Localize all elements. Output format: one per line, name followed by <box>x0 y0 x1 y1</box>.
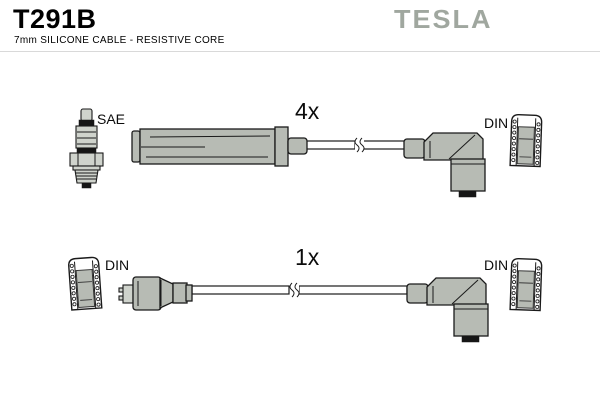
wire-break-icon <box>289 281 300 299</box>
din-label-top-right: DIN <box>484 115 508 131</box>
tesla-logo: TESLA <box>394 5 493 34</box>
wire-break-icon <box>354 136 365 154</box>
header-divider <box>0 51 600 52</box>
din-terminal-bottom-left-icon <box>67 256 103 311</box>
distributor-straight-boot-icon <box>118 276 193 311</box>
ignition-wire-top <box>305 136 406 154</box>
spark-plug-icon <box>69 108 104 189</box>
product-subtitle: 7mm SILICONE CABLE - RESISTIVE CORE <box>14 35 225 46</box>
quantity-bottom: 1x <box>295 244 320 270</box>
part-number: T291B <box>13 4 97 34</box>
ignition-wire-bottom <box>191 281 408 299</box>
din-terminal-top-icon <box>509 113 543 168</box>
sae-label: SAE <box>97 111 125 127</box>
quantity-top: 4x <box>295 98 320 124</box>
din-label-bottom-left: DIN <box>105 257 129 273</box>
sae-straight-boot-icon <box>131 126 308 167</box>
din-terminal-bottom-right-icon <box>509 257 543 312</box>
din-elbow-boot-top-icon <box>403 132 486 198</box>
din-elbow-boot-bottom-icon <box>406 277 489 343</box>
din-label-bottom-right: DIN <box>484 257 508 273</box>
